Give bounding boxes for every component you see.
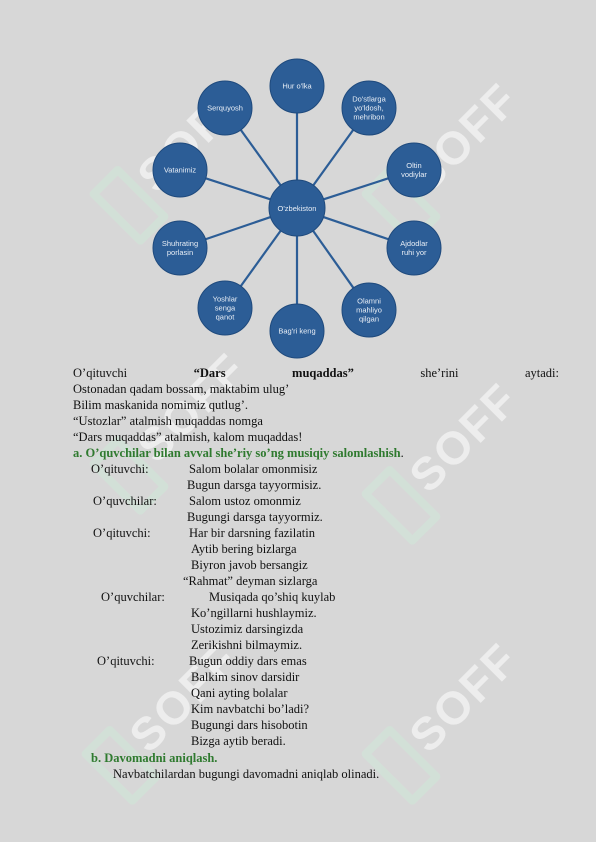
diagram-node-label: porlasin [167,248,193,257]
diagram-connector [323,177,389,201]
speaker-2: O’quvchilar: [93,494,157,508]
poem-line-3: “Ustozlar” atalmish muqaddas nomga [73,414,263,428]
diagram-node-label: Ajdodlar [400,239,428,248]
dialogue-line: Qani ayting bolalar [191,686,288,700]
diagram-node-label: mahliyo [356,306,382,315]
dialogue-line: Bizga aytib beradi. [191,734,286,748]
diagram-connector [312,129,355,186]
diagram-node-label: Hur o'lka [282,82,312,91]
diagram-node-label: vodiylar [401,170,427,179]
diagram-node-label: Shuhrating [162,239,198,248]
dialogue-line: Biyron javob bersangiz [191,558,308,572]
dialogue-line: Aytib bering bizlarga [191,542,297,556]
dialogue-line: Zerikishni bilmaymiz. [191,638,303,652]
intro-word-5: aytadi: [524,366,559,380]
dialogue-line: Balkim sinov darsidir [191,670,300,684]
diagram-node-label: Olamni [357,297,381,306]
diagram-node-label: mehribon [353,113,384,122]
diagram-node-label: qilgan [359,315,379,324]
dialogue-line: Salom bolalar omonmisiz [189,462,318,476]
speaker-1: O’qituvchi: [91,462,149,476]
dialogue-line: Bugun oddiy dars emas [189,654,307,668]
section-b-heading: b. Davomadni aniqlash. [91,750,217,766]
radial-diagram: Hur o'lkaDo'stlargayo'ldosh,mehribonOlti… [152,58,442,359]
speaker-5: O’qituvchi: [97,654,155,668]
diagram-node [152,142,208,198]
dialogue-line: “Rahmat” deyman sizlarga [183,574,318,588]
poem-line-1: Ostonadan qadam bossam, maktabim ulug’ [73,382,290,396]
diagram-node [269,303,325,359]
section-a-title: O’quvchilar bilan avval she’riy so’ng mu… [85,446,401,460]
diagram-center-node [268,179,326,237]
section-b-title: Davomadni aniqlash. [104,751,218,765]
diagram-node-label: qanot [216,313,236,322]
dialogue-line: Bugungi darsga tayyormiz. [187,510,323,524]
section-a-punct: . [400,446,404,460]
diagram-node [341,282,397,338]
dialogue-line: Har bir darsning fazilatin [189,526,315,540]
section-a-marker: a. [73,446,83,460]
diagram-connector [239,230,282,287]
intro-word-2: “Dars [193,366,226,380]
watermark-bottom-right: SOFF [360,628,539,807]
diagram-node [197,280,253,336]
dialogue-line: Bugun darsga tayyormisiz. [187,478,322,492]
diagram-node [341,80,397,136]
diagram-node [197,80,253,136]
diagram-node-label: senga [215,304,236,313]
speaker-3: O’qituvchi: [93,526,151,540]
section-a-heading: a. O’quvchilar bilan avval she’riy so’ng… [73,445,404,461]
poem-line-2: Bilim maskanida nomimiz qutlug’. [73,398,248,412]
diagram-node-label: Vatanimiz [164,166,197,175]
diagram-node-label: Oltin [406,161,421,170]
diagram-edges [205,113,389,304]
diagram-node [152,220,208,276]
diagram-node [269,58,325,114]
diagram-nodes: Hur o'lkaDo'stlargayo'ldosh,mehribonOlti… [152,58,442,359]
diagram-center-label: O'zbekiston [278,204,317,213]
intro-line: O’qituvchi “Dars muqaddas” she’rini ayta… [73,365,559,381]
diagram-connector [205,177,271,201]
diagram-node-label: Do'stlarga [352,95,386,104]
intro-word-3: muqaddas” [292,366,354,380]
diagram-connector [239,129,282,186]
dialogue-line: Musiqada qo’shiq kuylab [209,590,336,604]
dialogue-line: Salom ustoz omonmiz [189,494,301,508]
section-b-marker: b. [91,751,102,765]
diagram-node-label: Bag'ri keng [278,327,315,336]
intro-word-4: she’rini [420,366,459,380]
diagram-connector [205,216,271,241]
diagram-node-label: Serquyosh [207,104,243,113]
intro-word-1: O’qituvchi [73,366,128,380]
dialogue-line: Kim navbatchi bo’ladi? [191,702,310,716]
poem-line-4: “Dars muqaddas” atalmish, kalom muqaddas… [73,430,303,444]
dialogue-line: Bugungi dars hisobotin [191,718,308,732]
diagram-connector [312,230,355,289]
diagram-node-label: yo'ldosh, [354,104,383,113]
diagram-node [386,142,442,198]
dialogue-line: Ko’ngillarni hushlaymiz. [191,606,317,620]
dialogue-line: Ustozimiz darsingizda [191,622,304,636]
diagram-node-label: Yoshlar [213,295,238,304]
diagram-connector [323,216,389,241]
diagram-node [386,220,442,276]
speaker-4: O’quvchilar: [101,590,165,604]
section-b-body: Navbatchilardan bugungi davomadni aniqla… [113,767,380,781]
diagram-node-label: ruhi yor [401,248,427,257]
